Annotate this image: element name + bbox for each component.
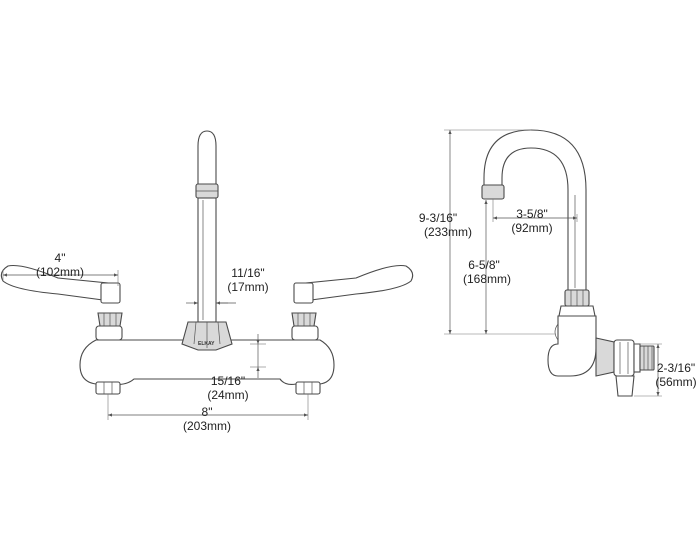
dim-spout-reach-metric: (92mm)	[511, 221, 552, 235]
dim-spout-diameter-metric: (17mm)	[227, 280, 268, 294]
dim-overall-height-imperial: 9-3/16"	[419, 211, 457, 225]
dim-body-offset-metric: (24mm)	[207, 388, 248, 402]
dim-handle-width: 4" (102mm)	[2, 251, 119, 286]
front-riser	[195, 130, 219, 323]
dim-spout-diameter-imperial: 11/16"	[231, 266, 264, 280]
side-gooseneck	[481, 129, 587, 291]
dim-center-spacing-imperial: 8"	[202, 405, 213, 419]
dim-body-offset-imperial: 15/16"	[211, 374, 245, 388]
dim-inlet-depth: 2-3/16" (56mm)	[634, 343, 697, 397]
dim-center-spacing-metric: (203mm)	[183, 419, 231, 433]
dim-handle-width-imperial: 4"	[55, 251, 66, 265]
dim-spout-diameter: 11/16" (17mm)	[186, 266, 269, 305]
side-valve-assembly	[547, 289, 655, 397]
dim-inlet-depth-imperial: 2-3/16"	[657, 361, 695, 375]
front-view: ELKAY 4" (102mm) 11/16" (17mm)	[0, 130, 414, 433]
dim-overall-height-metric: (233mm)	[424, 225, 472, 239]
side-view: 9-3/16" (233mm) 3-5/8" (92mm) 6-5/8" (16…	[419, 129, 697, 397]
faucet-body: ELKAY	[79, 321, 335, 395]
dim-spout-reach: 3-5/8" (92mm)	[492, 199, 578, 235]
dim-overall-height: 9-3/16" (233mm)	[419, 129, 556, 335]
brand-logo: ELKAY	[198, 341, 215, 347]
dim-body-offset: 15/16" (24mm)	[207, 334, 266, 402]
dim-outlet-height-metric: (168mm)	[463, 272, 511, 286]
dim-center-spacing: 8" (203mm)	[107, 394, 309, 433]
dim-handle-width-metric: (102mm)	[36, 265, 84, 279]
dim-outlet-height-imperial: 6-5/8"	[468, 258, 500, 272]
dim-spout-reach-imperial: 3-5/8"	[516, 207, 548, 221]
dim-outlet-height: 6-5/8" (168mm)	[463, 200, 511, 334]
dim-inlet-depth-metric: (56mm)	[655, 375, 696, 389]
right-wing-handle	[291, 264, 414, 341]
